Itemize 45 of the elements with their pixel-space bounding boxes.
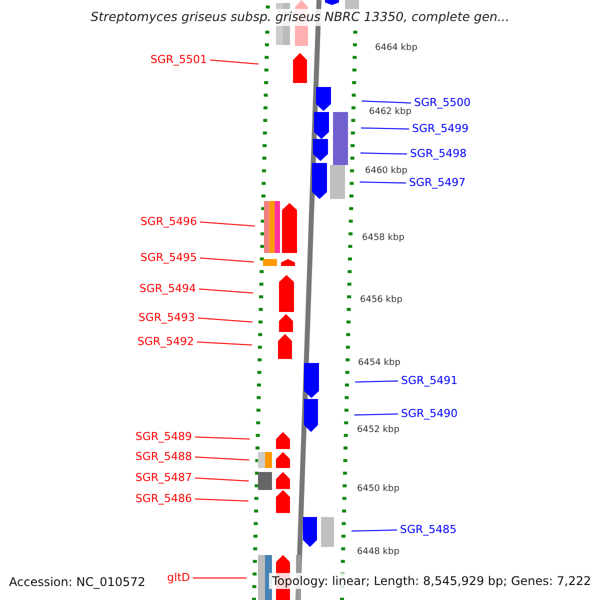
scale-label: 6452 kbp [357, 426, 400, 435]
gene-label: SGR_5495 [140, 252, 197, 263]
gene-label: SGR_5496 [140, 216, 197, 227]
scale-label: 6464 kbp [375, 44, 418, 53]
gene-label: SGR_5497 [409, 177, 466, 188]
gene-label: SGR_5498 [410, 148, 467, 159]
gene-label: SGR_5489 [135, 431, 192, 442]
gene-label: SGR_5491 [401, 375, 458, 386]
gene-label: SGR_5499 [412, 123, 469, 134]
scale-label: 6460 kbp [365, 167, 408, 176]
scale-label: 6456 kbp [360, 296, 402, 305]
leader-line [210, 60, 259, 64]
gene-label: SGR_5490 [401, 408, 458, 419]
accession-text: Accession: NC_010572 [9, 576, 146, 588]
gene-label: SGR_5493 [138, 312, 195, 323]
leader-line [194, 478, 250, 482]
leader-line [200, 258, 254, 262]
leader-line [360, 128, 410, 130]
scale-label: 6458 kbp [362, 234, 404, 243]
scale-label: 6448 kbp [357, 548, 400, 557]
gene-label: SGR_5486 [135, 493, 192, 504]
gene-label: SGR_5487 [135, 472, 192, 483]
leader-line [194, 456, 250, 460]
leader-line [196, 342, 252, 346]
leader-line [194, 498, 249, 502]
leader-line [198, 288, 254, 294]
leader-line [360, 152, 408, 154]
scale-label: 6454 kbp [358, 359, 400, 368]
gene-label: SGR_5494 [139, 283, 196, 294]
scale-label: 6462 kbp [369, 108, 412, 117]
gene-label: SGR_5488 [135, 451, 192, 462]
leader-line [198, 318, 253, 322]
gene-label: SGR_5500 [414, 97, 471, 108]
leader-line [194, 436, 250, 440]
scale-label: 6450 kbp [357, 485, 400, 494]
leader-line [351, 530, 398, 532]
gene-label: SGR_5501 [150, 54, 207, 65]
leader-line [354, 380, 398, 382]
gene-label: gltD [167, 572, 190, 583]
gene-label: SGR_5492 [137, 336, 194, 347]
leader-line [359, 182, 406, 184]
leader-line [361, 100, 412, 104]
leader-line [200, 222, 256, 226]
gene-label: SGR_5485 [400, 524, 457, 535]
leader-line [354, 414, 398, 416]
